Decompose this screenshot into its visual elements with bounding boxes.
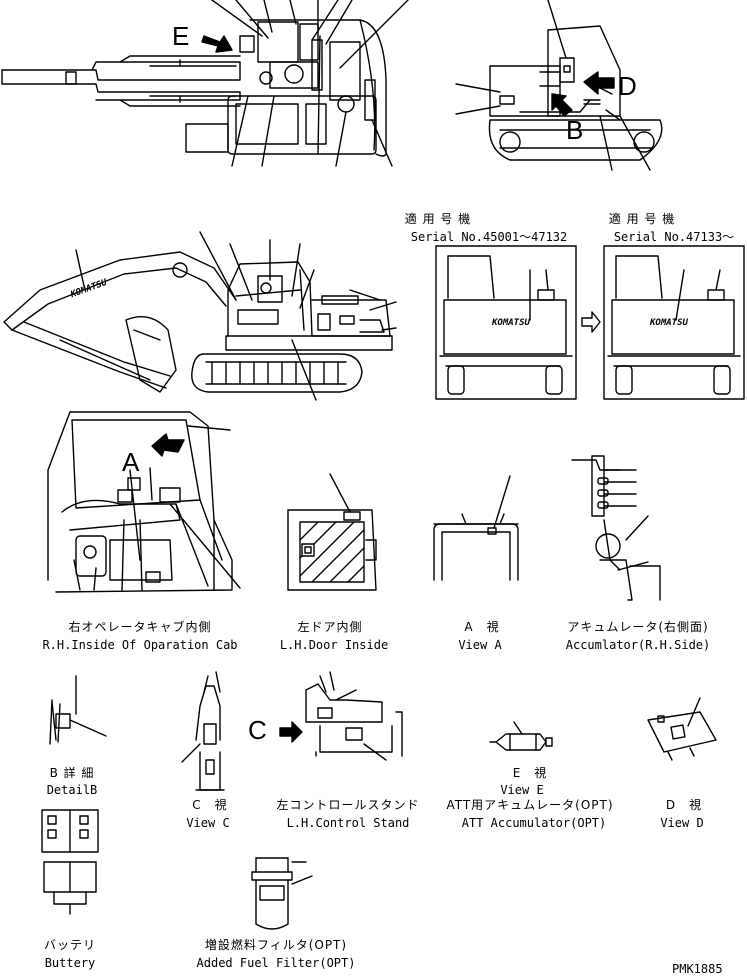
brand-mark-new: KOMATSU xyxy=(650,318,688,328)
caption-view-e-en: View E xyxy=(500,783,544,797)
caption-accum-en: Accumlator(R.H.Side) xyxy=(565,638,711,652)
lh-control-stand xyxy=(279,671,403,761)
caption-view-c-en: View C xyxy=(186,816,230,830)
caption-view-e-jp: E 視 xyxy=(512,766,548,780)
caption-view-d-en: View D xyxy=(660,816,704,830)
battery-drawing xyxy=(41,809,99,915)
caption-view-d-jp: D 視 xyxy=(665,798,703,812)
caption-att-accum-en: ATT Accumulator(OPT) xyxy=(461,816,607,830)
caption-view-a-en: View A xyxy=(458,638,502,652)
serial-header-jp-2: 適 用 号 機 xyxy=(608,212,676,226)
caption-lh-stand-en: L.H.Control Stand xyxy=(286,816,410,830)
view-d-drawing xyxy=(647,697,717,761)
fuel-filter-drawing xyxy=(251,857,313,930)
serial-comparison xyxy=(435,245,745,400)
caption-fuel-jp: 増設燃料フィルタ(OPT) xyxy=(204,938,348,952)
callout-c: C xyxy=(248,715,267,745)
caption-lh-door-jp: 左ドア内側 xyxy=(297,620,363,634)
caption-accum-jp: アキュムレータ(右側面) xyxy=(567,620,709,634)
view-c-drawing xyxy=(181,671,225,791)
excavator-side-view xyxy=(3,231,397,401)
caption-battery-en: Buttery xyxy=(44,956,96,970)
excavator-top-view xyxy=(1,0,409,167)
caption-att-accum-jp: ATT用アキュムレータ(OPT) xyxy=(446,798,614,812)
caption-detail-b-jp: B 詳 細 xyxy=(49,766,95,780)
cab-inside-view xyxy=(47,411,241,593)
view-e-drawing xyxy=(489,721,553,751)
caption-view-c-jp: C 視 xyxy=(192,798,228,812)
caption-fuel-en: Added Fuel Filter(OPT) xyxy=(196,956,356,970)
callout-d: D xyxy=(618,71,637,101)
serial-range-2: Serial No.47133～ xyxy=(613,230,735,244)
callout-b: B xyxy=(566,115,584,145)
caption-rh-cab-en: R.H.Inside Of Oparation Cab xyxy=(42,638,238,652)
brand-mark-old: KOMATSU xyxy=(492,318,530,328)
lh-door-inside xyxy=(287,473,377,591)
caption-detail-b-en: DetailB xyxy=(46,783,98,797)
callout-a: A xyxy=(122,447,140,477)
serial-range-1: Serial No.45001～47132 xyxy=(410,230,568,244)
caption-view-a-jp: A 視 xyxy=(464,620,500,634)
caption-rh-cab-jp: 右オペレータキャブ内側 xyxy=(68,620,212,634)
detail-b-drawing xyxy=(49,675,107,745)
callout-e: E xyxy=(172,21,190,51)
caption-lh-door-en: L.H.Door Inside xyxy=(279,638,389,652)
caption-battery-jp: バッテリ xyxy=(43,938,97,952)
caption-lh-stand-jp: 左コントロールスタンド xyxy=(276,798,420,812)
drawing-id: PMK1885 xyxy=(672,962,723,976)
serial-header-jp-1: 適 用 号 機 xyxy=(404,212,472,226)
excavator-rear-side-view xyxy=(455,0,663,171)
accumulator-drawing xyxy=(571,455,661,601)
view-a-drawing xyxy=(433,475,519,581)
